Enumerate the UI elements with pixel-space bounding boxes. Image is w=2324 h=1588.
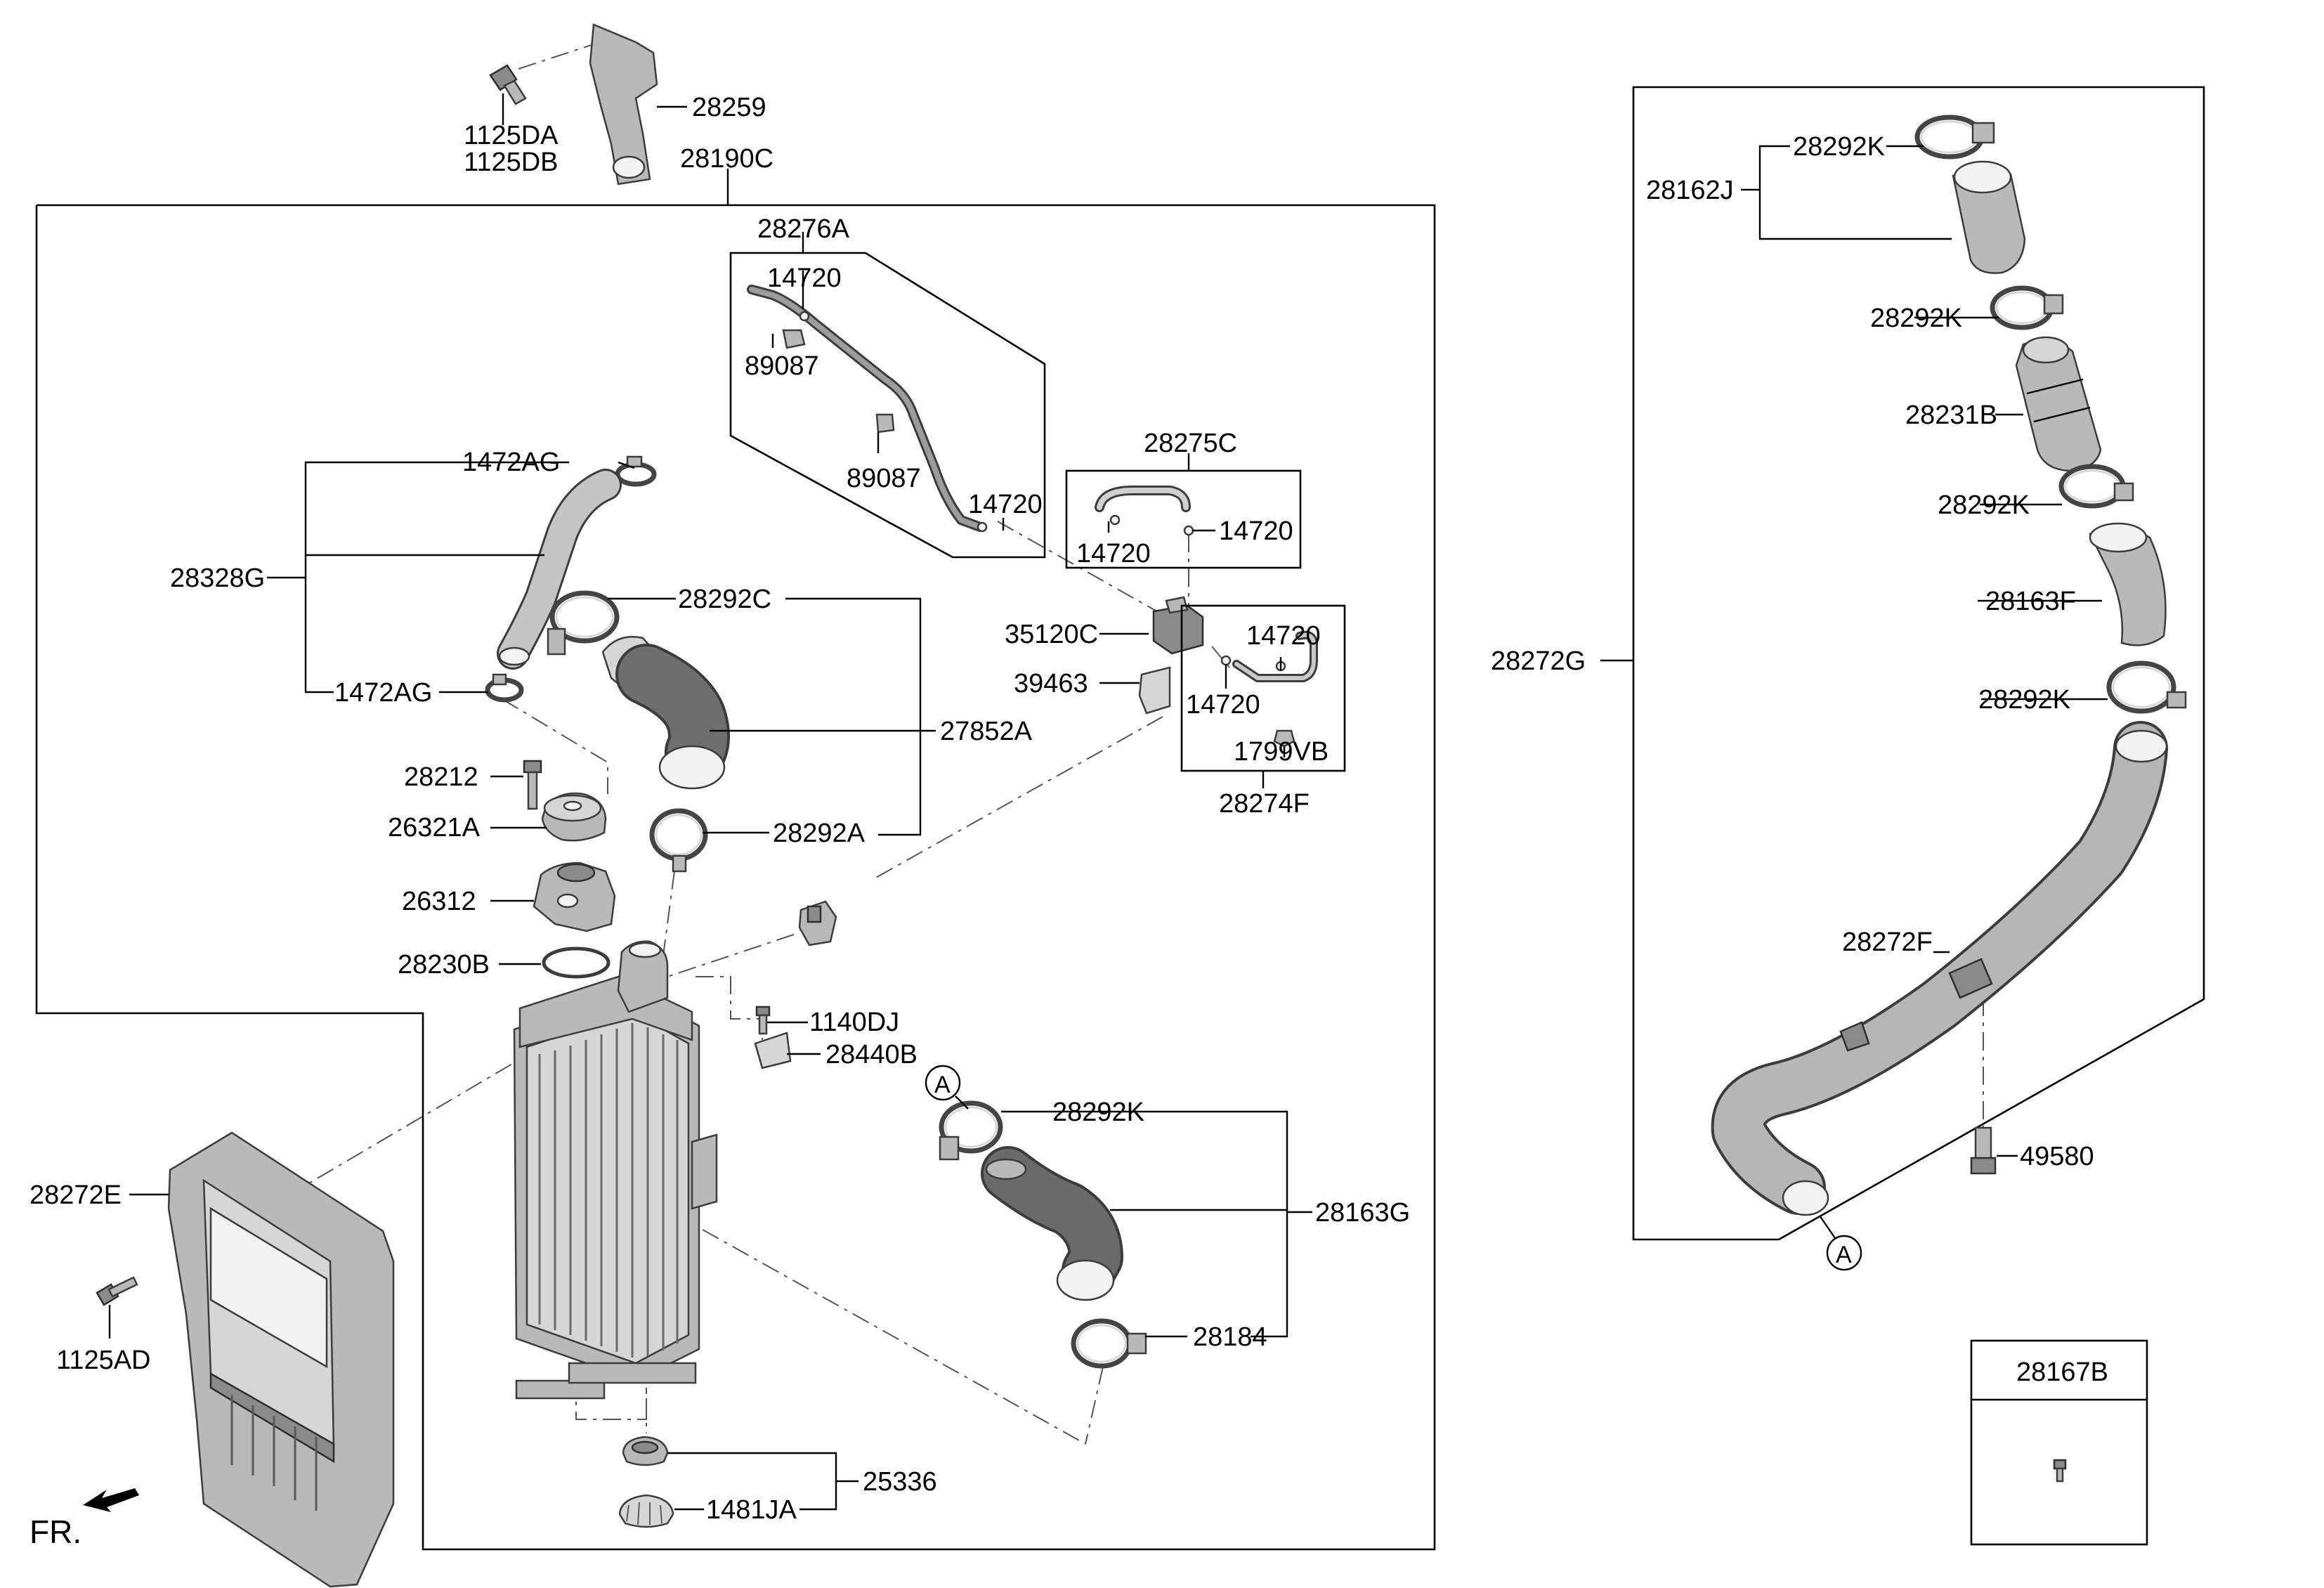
label-28328G: 28328G xyxy=(170,564,265,593)
label-28272E: 28272E xyxy=(30,1180,122,1210)
bolt-1125AD xyxy=(96,1276,138,1339)
label-28292K-4: 28292K xyxy=(1978,685,2070,715)
clamp-28184 xyxy=(1071,1318,1147,1369)
clamp-28292K-4 xyxy=(2106,660,2187,714)
label-28274F: 28274F xyxy=(1219,789,1310,819)
air-guide-28272E xyxy=(167,1131,395,1588)
hose-28328G xyxy=(497,469,622,670)
right-assembly-box xyxy=(1632,86,2205,1241)
dash-leaders xyxy=(259,43,1984,1445)
label-28292K-mid: 28292K xyxy=(1052,1098,1144,1127)
bracket-28440B xyxy=(754,1031,792,1069)
clamp-28292A xyxy=(649,808,708,873)
bolt-1125DA xyxy=(489,64,527,125)
label-14720-e: 14720 xyxy=(1246,621,1321,651)
clamp-28292C xyxy=(547,590,620,656)
cap-25336 xyxy=(622,1436,669,1466)
label-28292K-2: 28292K xyxy=(1870,304,1962,333)
valve-35120C xyxy=(1152,596,1204,655)
label-28259: 28259 xyxy=(692,93,766,122)
leader-lines xyxy=(129,105,2108,1511)
label-28163F: 28163F xyxy=(1985,587,2076,616)
sensor xyxy=(798,900,837,946)
label-28231B: 28231B xyxy=(1905,401,1997,430)
actuator-26321A xyxy=(541,792,607,842)
hose-kit-panel-28276A xyxy=(729,252,1046,559)
housing-26312 xyxy=(533,861,616,932)
ref-circle-a1 xyxy=(925,1065,969,1109)
bracket-39463 xyxy=(1138,666,1171,715)
label-28292K-1: 28292K xyxy=(1793,132,1885,162)
label-14720-d: 14720 xyxy=(1076,539,1151,568)
hose-27852A xyxy=(601,635,730,790)
label-26321A: 26321A xyxy=(388,813,481,842)
label-28292A: 28292A xyxy=(773,819,866,848)
bolt-28212 xyxy=(523,760,542,810)
front-arrow-icon xyxy=(83,1488,139,1512)
label-14720-b: 14720 xyxy=(968,490,1043,519)
label-89087-a: 89087 xyxy=(745,351,819,381)
label-28190C: 28190C xyxy=(680,144,773,174)
small-part-box xyxy=(1970,1339,2148,1546)
label-28275C: 28275C xyxy=(1144,429,1237,458)
bolt-1140DJ xyxy=(755,1005,771,1035)
hose-28163F xyxy=(2089,522,2167,646)
label-39463: 39463 xyxy=(1014,669,1088,698)
pipe-28272F xyxy=(1711,721,2168,1216)
label-28230B: 28230B xyxy=(398,950,490,980)
label-ref-a2: A xyxy=(1836,1242,1852,1268)
bracket-28259 xyxy=(589,23,658,186)
oring-28230B xyxy=(542,946,611,979)
label-1481JA: 1481JA xyxy=(706,1495,797,1525)
clamp-28292K-3 xyxy=(2058,464,2134,509)
label-28167B: 28167B xyxy=(2016,1358,2108,1387)
main-assembly-box xyxy=(35,204,1436,1551)
label-89087-b: 89087 xyxy=(847,464,921,493)
label-28272G: 28272G xyxy=(1491,646,1586,676)
label-26312: 26312 xyxy=(402,887,476,916)
vacuum-hose-28276A xyxy=(747,285,988,533)
label-35120C: 35120C xyxy=(1005,620,1098,649)
intercooler-28190C xyxy=(513,940,718,1400)
clamp-28292K-2 xyxy=(1990,285,2064,330)
hose-box-28275C xyxy=(1065,469,1302,569)
label-28276A: 28276A xyxy=(757,214,850,244)
label-28212: 28212 xyxy=(404,762,478,792)
label-28184: 28184 xyxy=(1193,1322,1267,1352)
label-14720-c: 14720 xyxy=(1219,516,1293,546)
label-25336: 25336 xyxy=(863,1467,937,1497)
hose-28162J xyxy=(1952,160,2026,274)
clamp-28292K-mid xyxy=(939,1100,1003,1161)
label-28292C: 28292C xyxy=(678,585,771,614)
label-ref-a1: A xyxy=(934,1072,951,1098)
label-28440B: 28440B xyxy=(825,1040,918,1069)
label-1472AG-bottom: 1472AG xyxy=(334,678,432,708)
clamp-28292K-1 xyxy=(1914,115,1995,160)
hose-28163G xyxy=(981,1146,1123,1301)
clamp-1472AG-bottom xyxy=(485,673,524,703)
connector-28231B xyxy=(2015,336,2102,472)
label-14720-a: 14720 xyxy=(767,263,842,293)
label-1799VB: 1799VB xyxy=(1234,737,1329,767)
label-1472AG-top: 1472AG xyxy=(462,448,560,477)
small-bolt-icon xyxy=(2053,1459,2067,1483)
cap-1481JA xyxy=(618,1494,674,1528)
label-28162J: 28162J xyxy=(1646,176,1734,205)
label-27852A: 27852A xyxy=(940,717,1033,746)
label-1140DJ: 1140DJ xyxy=(809,1008,899,1037)
label-14720-f: 14720 xyxy=(1186,690,1260,720)
label-1125DB: 1125DB xyxy=(464,148,559,177)
label-28272F: 28272F xyxy=(1842,928,1933,957)
bolt-49580 xyxy=(1970,1126,1997,1175)
label-28292K-3: 28292K xyxy=(1938,490,2030,520)
clamp-1472AG-top xyxy=(615,455,657,487)
small-hose-28275C xyxy=(1095,486,1194,536)
label-fr: FR. xyxy=(30,1514,81,1550)
label-49580: 49580 xyxy=(2020,1142,2094,1171)
label-1125AD: 1125AD xyxy=(56,1346,151,1375)
ref-circle-a2 xyxy=(1819,1215,1862,1271)
label-28163G: 28163G xyxy=(1315,1198,1410,1228)
label-1125DA: 1125DA xyxy=(464,121,559,150)
